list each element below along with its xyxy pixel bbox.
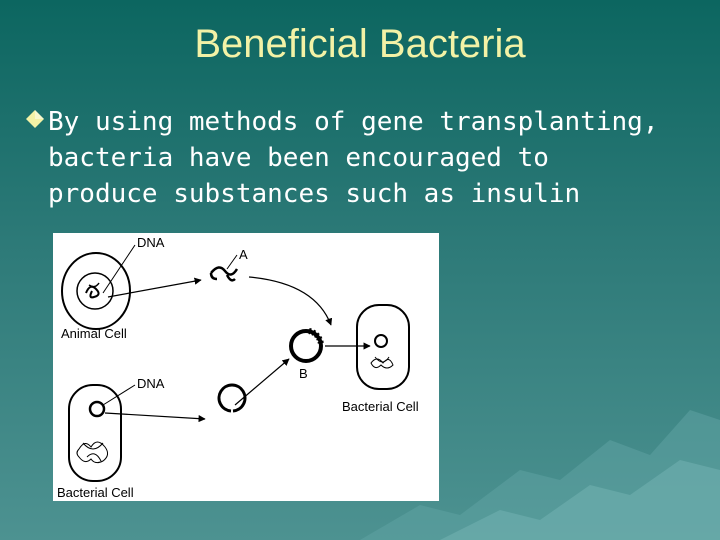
label-a: A bbox=[239, 247, 248, 262]
plasmid-b bbox=[289, 328, 324, 363]
bullet-line-3: produce substances such as insulin bbox=[48, 179, 581, 209]
bacterial-cell-bottom-label: Bacterial Cell bbox=[57, 485, 134, 500]
diamond-bullet-icon bbox=[26, 110, 44, 128]
bacterial-cell-bottom bbox=[68, 384, 122, 482]
gene-transfer-diagram: Animal Cell DNA A B bbox=[53, 233, 439, 501]
diagram-svg: Animal Cell DNA A B bbox=[57, 235, 419, 500]
bullet-text: By using methods of gene transplanting, … bbox=[48, 104, 708, 212]
bullet-line-1: By using methods of gene transplanting, bbox=[48, 107, 659, 137]
bullet-line-2: bacteria have been encouraged to bbox=[48, 143, 549, 173]
label-b: B bbox=[299, 366, 308, 381]
animal-cell bbox=[61, 252, 131, 330]
bacterial-cell-right-label: Bacterial Cell bbox=[342, 399, 419, 414]
animal-cell-label: Animal Cell bbox=[61, 326, 127, 341]
open-plasmid bbox=[217, 383, 247, 413]
gene-fragment-a bbox=[209, 266, 239, 282]
bacterial-cell-right bbox=[356, 304, 410, 390]
slide-title: Beneficial Bacteria bbox=[194, 22, 526, 66]
dna-label-bottom: DNA bbox=[137, 376, 165, 391]
dna-label-top: DNA bbox=[137, 235, 165, 250]
